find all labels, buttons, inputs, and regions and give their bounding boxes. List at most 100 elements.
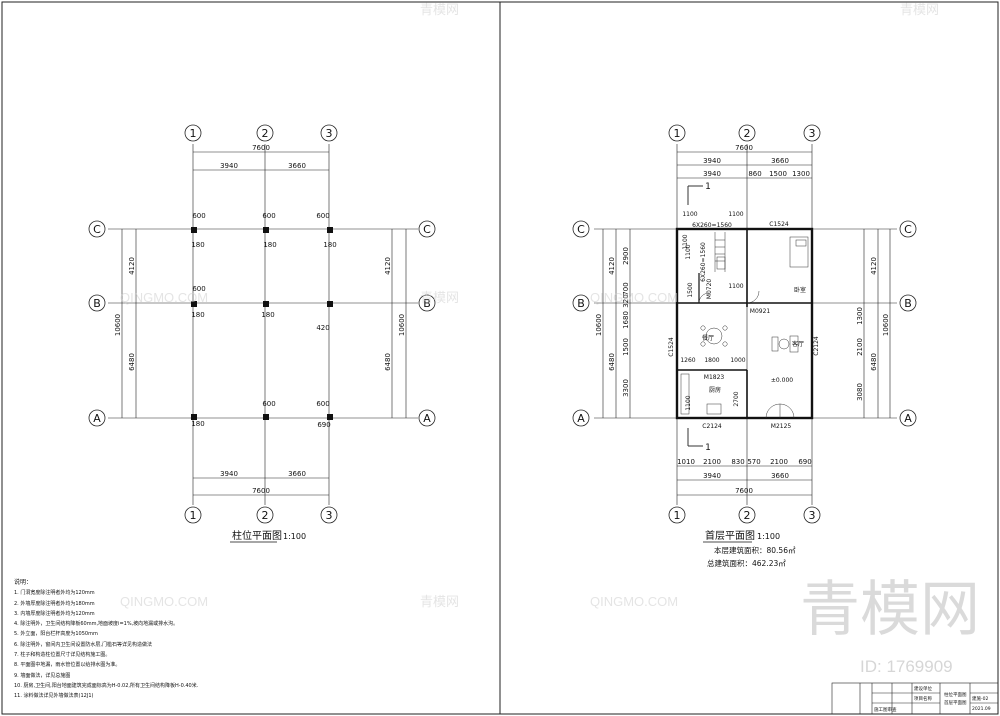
watermark-en-3: QINGMO.COM [120, 594, 208, 609]
r-top-bay-2: 3660 [771, 157, 789, 165]
right-side-total: 10600 [398, 314, 406, 336]
dim-2700: 2700 [733, 391, 740, 406]
note-item: 9. 墙面做法，详见总施图 [14, 672, 71, 679]
r-bottom-detail-4: 570 [747, 458, 760, 466]
r-bottom-detail-6: 690 [798, 458, 811, 466]
floor-furniture [680, 185, 809, 447]
grid-label-1-bottom: 1 [190, 509, 197, 522]
grid-label-c-right: C [423, 223, 431, 236]
note-item: 11. 涂料做法详见外墙做法表(12J1) [14, 693, 94, 700]
title-field-b: 项目名称 [914, 695, 932, 702]
left-bottom-total: 7600 [252, 487, 270, 495]
r-grid-label-2-bottom: 2 [744, 509, 751, 522]
grid-label-b-right: B [423, 297, 431, 310]
watermark-cn-large: 青模网 [800, 576, 980, 643]
left-top-bay-2: 3660 [288, 162, 306, 170]
title-date: 2021.09 [972, 706, 991, 712]
r-grid-label-a-right: A [904, 412, 912, 425]
right-side-bay-2: 6480 [384, 353, 392, 371]
r-grid-label-1-top: 1 [674, 127, 681, 140]
r-grid-label-3-bottom: 3 [809, 509, 816, 522]
r-grid-label-b-left: B [577, 297, 585, 310]
right-side-bay-1: 4120 [384, 257, 392, 275]
r-right-total: 10600 [882, 314, 890, 336]
door-m2125: M2125 [771, 423, 792, 430]
grid-label-a-left: A [93, 412, 101, 425]
r-left-detail-5: 1500 [622, 338, 630, 356]
watermark-cn-3: 青模网 [420, 2, 459, 17]
column-dim-600-b: 600 [262, 212, 275, 220]
r-bottom-detail-1: 1010 [677, 458, 695, 466]
watermark-en-2: QINGMO.COM [590, 290, 678, 305]
r-grid-label-b-right: B [904, 297, 912, 310]
left-side-bay-1: 4120 [128, 257, 136, 275]
grid-label-b-left: B [93, 297, 101, 310]
column-dim-600-d: 600 [192, 285, 205, 293]
r-top-detail-1: 3940 [703, 170, 721, 178]
r-top-total: 7600 [735, 144, 753, 152]
left-side-bay-2: 6480 [128, 353, 136, 371]
title-field-a: 建设单位 [914, 685, 932, 692]
grid-label-a-right: A [423, 412, 431, 425]
r-left-detail-2: 700 [622, 282, 630, 295]
floor-walls [675, 227, 814, 420]
r-right-bay-2: 6480 [870, 353, 878, 371]
r-left-detail-3: 320 [622, 294, 630, 307]
column-dim-420: 420 [316, 324, 329, 332]
window-c2124-right: C2124 [813, 336, 820, 356]
note-item: 7. 柱子和构造柱位置尺寸详见结构施工图。 [14, 652, 111, 659]
note-item: 10. 厨房,卫生间,阳台地面建筑完成面标高为H-0.02,所有卫生间结构降板H… [14, 682, 199, 689]
r-bottom-bay-1: 3940 [703, 472, 721, 480]
column-dim-600-e: 600 [262, 400, 275, 408]
bedroom-label: 卧室 [794, 286, 806, 294]
r-bottom-detail-3: 830 [731, 458, 744, 466]
column-dim-180-f: 180 [191, 420, 204, 428]
column-dim-180-c: 180 [323, 241, 336, 249]
note-item: 4. 除注明外，卫生间结构降板60mm,地面坡度i=1%,坡向地漏或排水沟。 [14, 621, 179, 628]
dim-1800: 1800 [704, 357, 719, 364]
dim-1500: 1500 [687, 282, 694, 297]
left-plan-title: 柱位平面图 [232, 529, 282, 542]
r-top-detail-2: 860 [748, 170, 761, 178]
grid-label-2-top: 2 [262, 127, 269, 140]
r-top-detail-3: 1500 [769, 170, 787, 178]
r-right-bay-1: 4120 [870, 257, 878, 275]
r-grid-label-3-top: 3 [809, 127, 816, 140]
r-grid-label-c-right: C [904, 223, 912, 236]
column-dim-690: 690 [317, 421, 330, 429]
note-item: 6. 除注明外，窗间内卫生间设置防水层,门槛石等详见构造做法 [14, 641, 152, 648]
dim-1100-b: 1100 [728, 211, 743, 218]
design-notes: 说明： 1. 门洞宽度除注明者外均为120mm 2. 外墙厚度除注明者外均为18… [14, 578, 344, 702]
r-bottom-detail-2: 2100 [703, 458, 721, 466]
window-c1524-left: C1524 [668, 337, 675, 357]
total-area: 总建筑面积：462.23㎡ [707, 558, 786, 568]
grid-label-c-left: C [93, 223, 101, 236]
kitchen-label: 厨房 [709, 386, 721, 394]
left-top-bay-1: 3940 [220, 162, 238, 170]
column-dim-180-b: 180 [263, 241, 276, 249]
window-c1524-top: C1524 [769, 221, 789, 228]
column-dim-180-d: 180 [191, 311, 204, 319]
r-bottom-bay-2: 3660 [771, 472, 789, 480]
watermarks: QINGMO.COM 青模网 QINGMO.COM QINGMO.COM 青模网… [120, 2, 980, 676]
grid-label-3-bottom: 3 [326, 509, 333, 522]
ground-floor-plan [594, 144, 897, 505]
column-dim-180-a: 180 [191, 241, 204, 249]
watermark-id: ID: 1769909 [860, 657, 953, 676]
door-m0720: M0720 [706, 279, 713, 300]
r-grid-label-c-left: C [577, 223, 585, 236]
door-m1823: M1823 [704, 374, 725, 381]
note-item: 5. 外立面，阳台栏杆高度为1050mm [14, 631, 98, 638]
stair-steps-vertical: 6X260=1560 [700, 242, 707, 282]
r-left-detail-4: 1680 [622, 311, 630, 329]
r-right-detail-2: 2100 [856, 338, 864, 356]
r-top-detail-4: 1300 [792, 170, 810, 178]
note-item: 2. 外墙厚度除注明者外均为180mm [14, 600, 95, 607]
r-left-bay-2: 6480 [608, 353, 616, 371]
column-layout-plan [108, 144, 418, 505]
watermark-cn-4: 青模网 [900, 2, 939, 17]
dim-1000: 1000 [730, 357, 745, 364]
column-dim-600-c: 600 [316, 212, 329, 220]
left-grid-bubbles [88, 124, 436, 524]
r-top-bay-1: 3940 [703, 157, 721, 165]
